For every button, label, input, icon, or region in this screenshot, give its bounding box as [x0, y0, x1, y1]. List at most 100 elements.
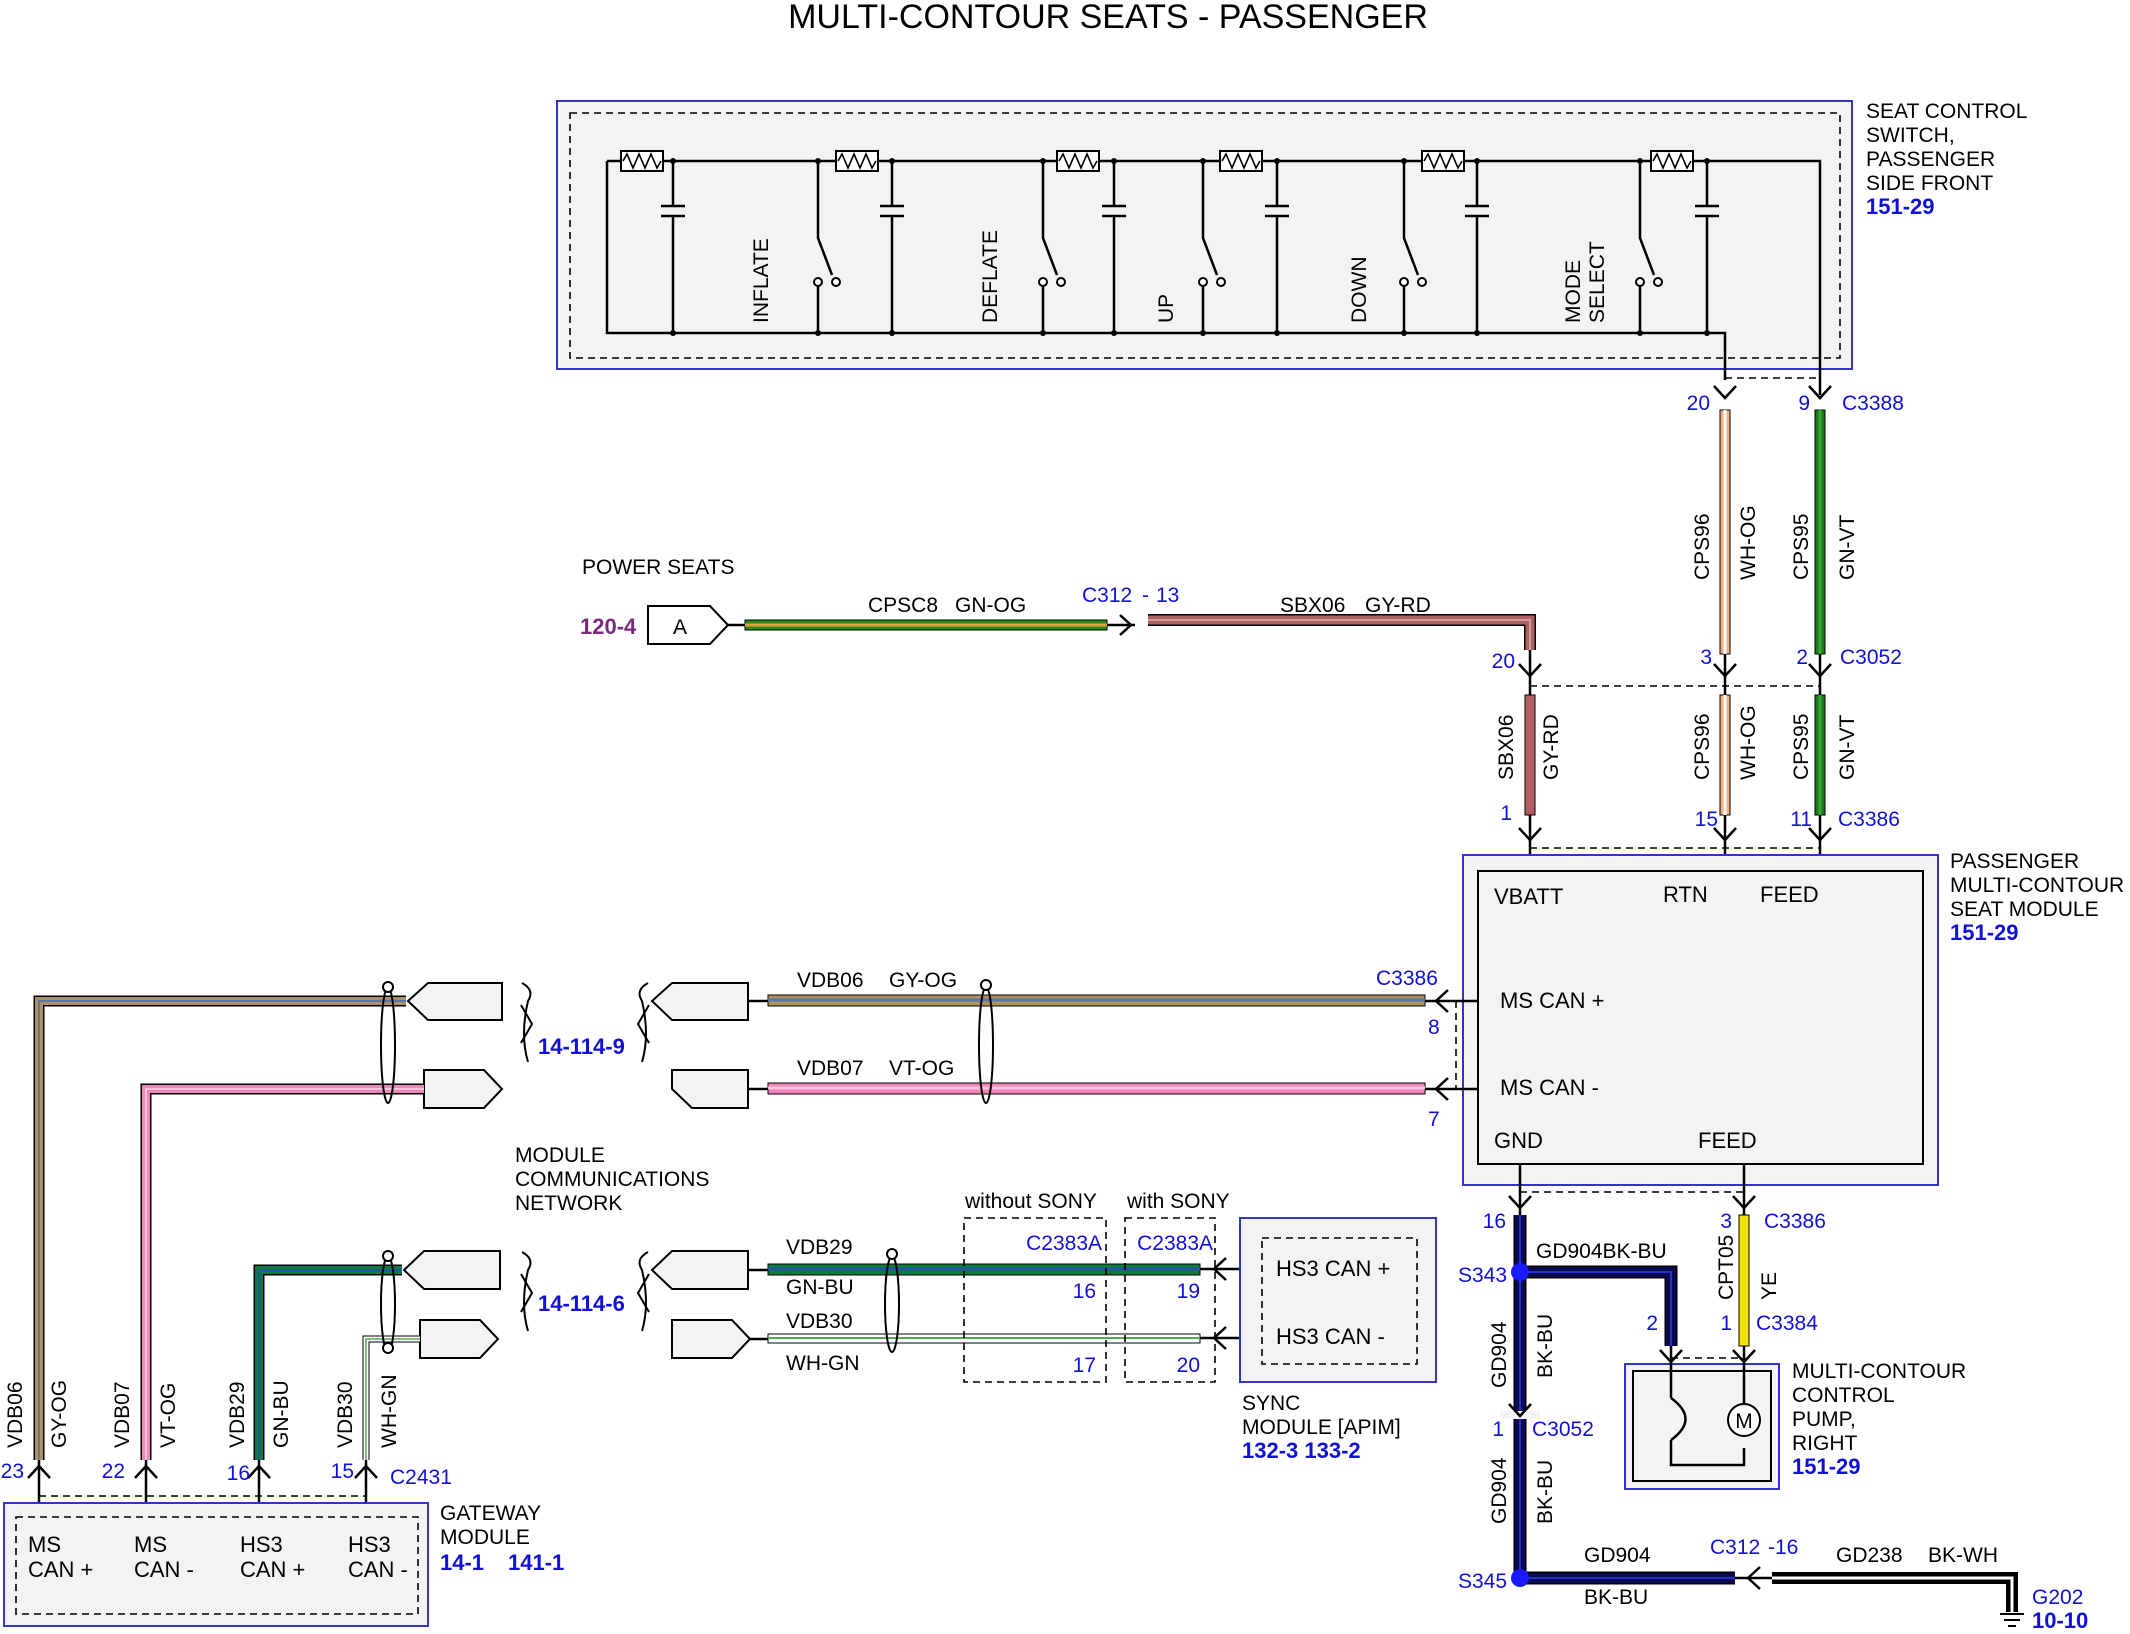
c3386-pin-8: 8: [1428, 1016, 1440, 1039]
switch-label-select: SELECT: [1586, 241, 1609, 323]
gw-wire-vdb06-circuit: VDB06: [4, 1381, 27, 1448]
gw-wire-vdb07-color: VT-OG: [157, 1383, 180, 1448]
c2383a-without-label: C2383A: [1026, 1232, 1102, 1255]
vdb30-color-right: WH-GN: [786, 1352, 859, 1375]
c2383a-without-pin-16: 16: [1073, 1280, 1096, 1303]
vdb06-color-right: GY-OG: [889, 969, 957, 992]
ground-point-label: G202: [2032, 1586, 2083, 1609]
feed-circuit-upper: CPS95: [1790, 513, 1813, 580]
c2431-pin-16: 16: [227, 1462, 250, 1485]
power-seats-feed: POWER SEATS 120-4 A CPSC8 GN-OG C312 - 1…: [580, 556, 1536, 650]
sbx06-color-top: GY-RD: [1365, 594, 1431, 617]
sync-terminal-hs3-can-plus: HS3 CAN +: [1276, 1256, 1390, 1281]
gd904-label-upper: GD904: [1488, 1321, 1511, 1388]
motor-icon: [1727, 1403, 1761, 1437]
gateway-name-2: MODULE: [440, 1526, 530, 1549]
terminal-gnd: GND: [1494, 1128, 1543, 1153]
seat-switch-name-3: PASSENGER: [1866, 148, 1995, 171]
rtn-circuit-lower: CPS96: [1691, 713, 1714, 780]
pump-name-4: RIGHT: [1792, 1432, 1858, 1455]
gw-wire-vdb29-color: GN-BU: [270, 1380, 293, 1448]
gateway-ref-1: 14-1: [440, 1550, 484, 1575]
c312-pin-13: 13: [1156, 584, 1179, 607]
c2431-pin-23: 23: [1, 1460, 24, 1483]
hs-can-wires-right: VDB29 GN-BU VDB30 WH-GN without SONY wit…: [650, 1190, 1262, 1383]
seat-module: VBATT RTN FEED MS CAN + MS CAN - GND FEE…: [1462, 850, 2124, 1186]
sync-module: HS3 CAN + HS3 CAN - SYNC MODULE [APIM] 1…: [1239, 1217, 1437, 1463]
connector-c3052-upper: 20 3 2 C3052: [1492, 646, 1902, 700]
terminal-ms-can-plus: MS CAN +: [1500, 988, 1605, 1013]
seat-control-switch: INFLATE DEFLATE UP DOWN MODE SELECT SEAT…: [556, 100, 2027, 380]
vdb29-circuit-right: VDB29: [786, 1236, 853, 1259]
connector-c3388: 20 9 C3388: [1687, 333, 1904, 415]
seat-switch-ref: 151-29: [1866, 194, 1935, 219]
network-label-3: NETWORK: [515, 1192, 622, 1215]
gw-terminal-4-line1: HS3: [348, 1532, 391, 1557]
pump-name-3: PUMP,: [1792, 1408, 1856, 1431]
vdb29-color-right: GN-BU: [786, 1276, 854, 1299]
terminal-vbatt: VBATT: [1494, 884, 1563, 909]
c3386-label-bottom: C3386: [1764, 1210, 1826, 1233]
splice-s343-label: S343: [1458, 1264, 1507, 1287]
c3386-pin-1: 1: [1500, 802, 1512, 825]
c3386-pin-16: 16: [1483, 1210, 1506, 1233]
with-sony-label: with SONY: [1126, 1190, 1230, 1213]
gw-terminal-3-line2: CAN +: [240, 1557, 305, 1582]
gw-terminal-4-line2: CAN -: [348, 1557, 408, 1582]
c312-ground-label: C312: [1710, 1536, 1760, 1559]
gw-wire-vdb29-circuit: VDB29: [226, 1381, 249, 1448]
switch-label-down: DOWN: [1348, 257, 1371, 324]
sync-module-name-2: MODULE [APIM]: [1242, 1416, 1401, 1439]
terminal-feed-bottom: FEED: [1698, 1128, 1757, 1153]
gw-terminal-2-line2: CAN -: [134, 1557, 194, 1582]
c3386-label-can: C3386: [1376, 967, 1438, 990]
c3052-label-lower: C3052: [1532, 1418, 1594, 1441]
gateway-name-1: GATEWAY: [440, 1502, 541, 1525]
seat-switch-name-2: SWITCH,: [1866, 124, 1955, 147]
c3384-pin-2: 2: [1646, 1312, 1658, 1335]
power-seats-tag: A: [673, 616, 687, 639]
vdb07-color-right: VT-OG: [889, 1057, 954, 1080]
ms-can-wires-right: VDB06 GY-OG VDB07 VT-OG C3386 8 7: [650, 967, 1478, 1131]
c3386-pin-15: 15: [1695, 808, 1718, 831]
power-seats-label: POWER SEATS: [582, 556, 734, 579]
rtn-color-lower: WH-OG: [1737, 705, 1760, 780]
multi-contour-pump: CPT05 YE 2 1 C3384 M MULTI-CONTOUR CONTR…: [1624, 1214, 1966, 1490]
ms-can-wires-left: [33, 981, 504, 1460]
rtn-color-upper: WH-OG: [1737, 505, 1760, 580]
seat-switch-name-4: SIDE FRONT: [1866, 172, 1993, 195]
c2431-label: C2431: [390, 1466, 452, 1489]
ground-point-ref: 10-10: [2032, 1608, 2088, 1633]
seat-module-name-2: MULTI-CONTOUR: [1950, 874, 2124, 897]
terminal-rtn: RTN: [1663, 882, 1708, 907]
gateway-ref-2: 141-1: [508, 1550, 564, 1575]
switch-label-up: UP: [1155, 294, 1178, 323]
terminal-feed-top: FEED: [1760, 882, 1819, 907]
gw-wire-vdb30-color: WH-GN: [378, 1375, 401, 1448]
gw-wire-vdb07-circuit: VDB07: [111, 1381, 134, 1448]
seat-module-ref: 151-29: [1950, 920, 2019, 945]
c3052-pin-2: 2: [1796, 646, 1808, 669]
gateway-module: 23 22 16 15 C2431 VDB06 GY-OG VDB07 VT-O…: [1, 1375, 564, 1627]
splice-s345-dot: [1511, 1569, 1529, 1587]
network-label-2: COMMUNICATIONS: [515, 1168, 709, 1191]
pump-name-1: MULTI-CONTOUR: [1792, 1360, 1966, 1383]
cpsc8-circuit: CPSC8: [868, 594, 938, 617]
sbx06-color-lower: GY-RD: [1540, 714, 1563, 780]
cpt05-label: CPT05: [1715, 1235, 1738, 1300]
sync-module-name-1: SYNC: [1242, 1392, 1300, 1415]
c3052-pin-20: 20: [1492, 650, 1515, 673]
module-supply-wires: SBX06 GY-RD CPS96 WH-OG CPS95 GN-VT 1 15…: [1495, 694, 1900, 872]
c3386-pin-3-bottom: 3: [1720, 1210, 1732, 1233]
bkwh-label: BK-WH: [1928, 1544, 1998, 1567]
sbx06-circuit-lower: SBX06: [1495, 715, 1518, 780]
bkbu-horizontal-label: BK-BU: [1584, 1586, 1648, 1609]
c3388-pin-20: 20: [1687, 392, 1710, 415]
feed-color-lower: GN-VT: [1836, 715, 1859, 781]
c3052-pin-3: 3: [1700, 646, 1712, 669]
network-label-1: MODULE: [515, 1144, 605, 1167]
switch-label-mode: MODE: [1562, 260, 1585, 323]
c2383a-with-pin-20: 20: [1177, 1354, 1200, 1377]
gw-terminal-1-line2: CAN +: [28, 1557, 93, 1582]
power-seats-ref: 120-4: [580, 614, 637, 639]
